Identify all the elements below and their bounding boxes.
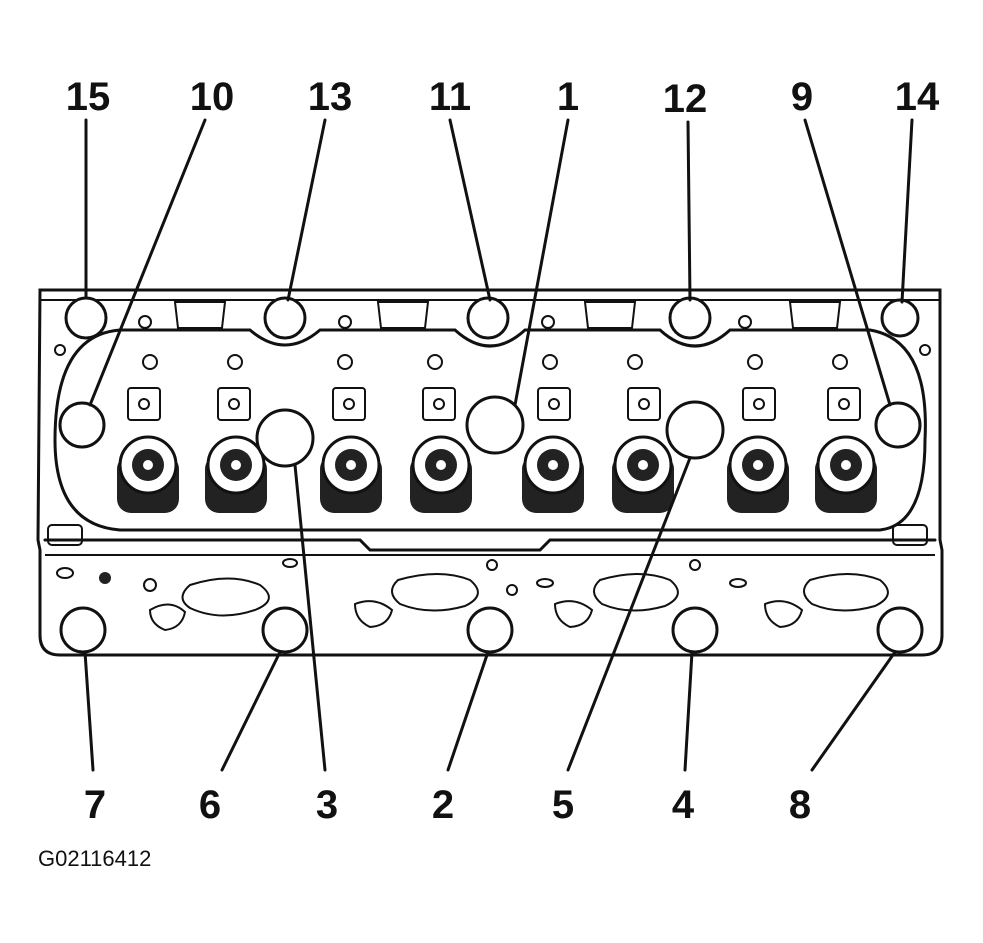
valve-spring (410, 435, 472, 513)
callout-label: 10 (190, 75, 235, 119)
cover-window-4 (788, 301, 842, 329)
callout-label: 14 (895, 75, 940, 119)
callout-label: 8 (789, 783, 811, 827)
cover-window-2 (376, 301, 430, 329)
top-small-hole (338, 315, 352, 329)
head-bolt-11 (466, 296, 510, 340)
callout-label: 4 (672, 783, 695, 827)
valve-spring (612, 435, 674, 513)
deck-lower-rail (43, 538, 937, 552)
callout-label: 5 (552, 783, 574, 827)
oil-hole-row (142, 354, 848, 370)
leader-line-12 (686, 120, 692, 302)
valve-springs (117, 435, 877, 513)
head-bolt-4 (671, 606, 719, 654)
head-bolt-15 (64, 296, 108, 340)
head-bolt-9 (874, 401, 922, 449)
top-small-hole (541, 315, 555, 329)
callout-label: 6 (199, 783, 221, 827)
bottom-callouts: 7 6 3 2 5 4 8 (84, 783, 811, 827)
top-small-hole (54, 344, 66, 356)
head-bolts (58, 296, 924, 654)
head-bolt-10 (58, 401, 106, 449)
figure-code: G02116412 (38, 846, 151, 871)
cylinder-head (36, 288, 944, 657)
leader-line-5 (566, 456, 692, 772)
leader-line-3 (293, 463, 327, 772)
cover-window-3 (583, 301, 637, 329)
leader-line-4 (683, 650, 694, 772)
head-bolt-2 (466, 606, 514, 654)
leader-line-6 (220, 650, 282, 772)
callout-label: 12 (663, 77, 708, 121)
rocker-stud-pads (127, 387, 861, 421)
valve-spring (117, 435, 179, 513)
valve-spring (522, 435, 584, 513)
head-bolt-14 (880, 298, 920, 338)
callout-label: 3 (316, 783, 338, 827)
head-bolt-3 (255, 408, 315, 468)
leader-line-9 (803, 118, 892, 407)
callout-label: 9 (791, 75, 813, 119)
right-end-block (892, 524, 928, 546)
left-end-block (47, 524, 83, 546)
cover-window-1 (173, 301, 227, 329)
callout-label: 2 (432, 783, 454, 827)
head-bolt-7 (59, 606, 107, 654)
leader-line-8 (810, 650, 897, 772)
leader-line-1 (513, 118, 570, 407)
head-bolt-8 (876, 606, 924, 654)
head-bolt-12 (668, 296, 712, 340)
valve-spring (320, 435, 382, 513)
valve-spring (727, 435, 789, 513)
top-small-hole (919, 344, 931, 356)
head-bolt-5 (665, 400, 725, 460)
leader-line-10 (88, 118, 207, 407)
callout-label: 11 (429, 75, 471, 119)
head-bolt-13 (263, 296, 307, 340)
leader-line-7 (83, 650, 95, 772)
head-outer-outline (36, 288, 944, 657)
callout-label: 7 (84, 783, 106, 827)
callout-label: 15 (66, 75, 111, 119)
leader-line-14 (900, 118, 914, 304)
leader-lines (83, 118, 914, 772)
deck-gasket-outline (53, 328, 927, 532)
head-bolt-1 (465, 395, 525, 455)
head-bolt-6 (261, 606, 309, 654)
leader-line-11 (448, 118, 492, 302)
lower-ports (56, 558, 889, 632)
callout-label: 1 (557, 75, 579, 119)
top-callouts: 15 10 13 11 1 12 9 14 (66, 75, 940, 121)
valve-spring (205, 435, 267, 513)
top-small-hole (738, 315, 752, 329)
valve-spring (815, 435, 877, 513)
callout-label: 13 (308, 75, 353, 119)
top-small-hole (138, 315, 152, 329)
leader-line-13 (286, 118, 327, 302)
leader-line-2 (446, 650, 490, 772)
